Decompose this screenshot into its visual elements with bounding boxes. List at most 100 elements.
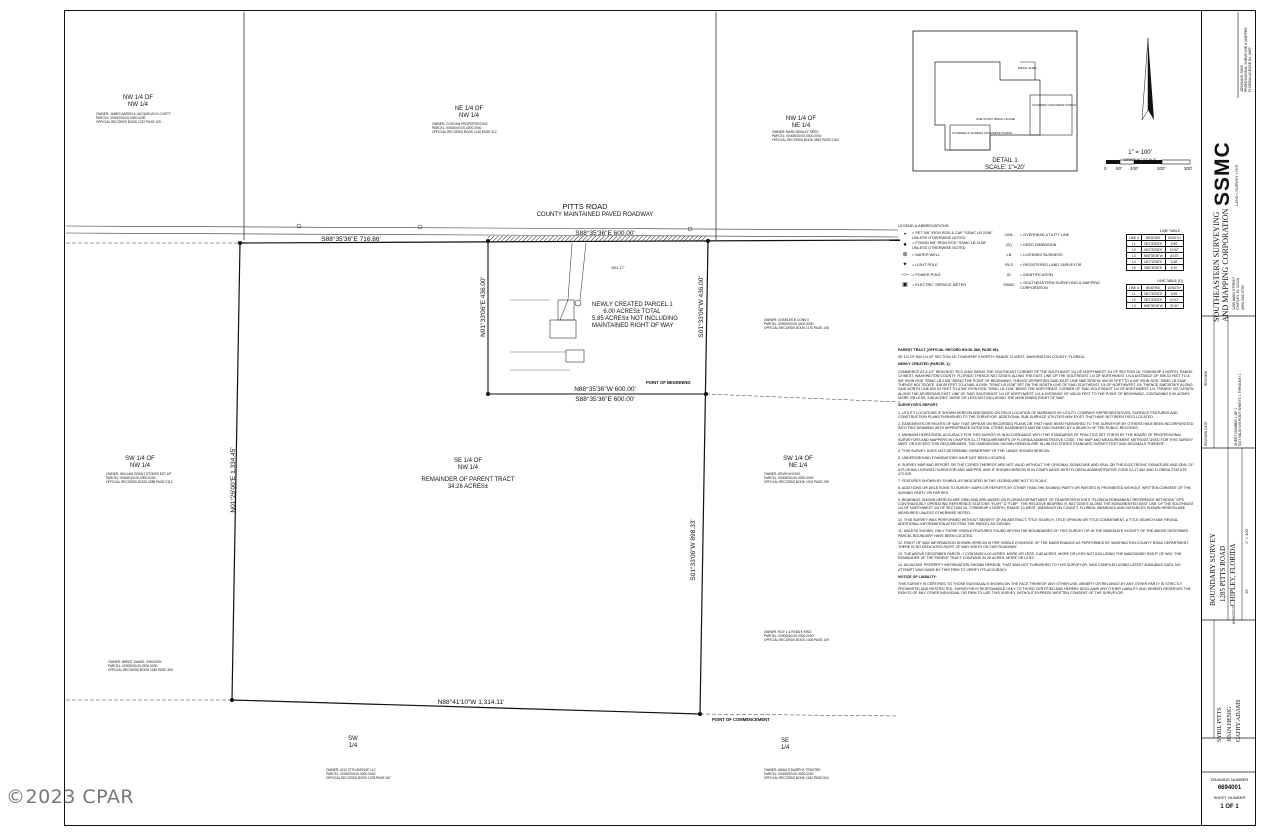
report-item: 12. RIGHT OF WAY INFORMATION SHOWN HEREO… (898, 540, 1190, 549)
drawn-by: JS (1244, 589, 1249, 594)
survey-type: BOUNDARY SURVEY (1208, 532, 1217, 606)
scale-tick-0: 0 (1104, 166, 1107, 171)
road-subtitle: COUNTY MAINTAINED PAVED ROADWAY (536, 212, 654, 218)
scale-tick-200: 200' (1157, 166, 1166, 171)
survey-notes: PARENT TRACT (OFFICIAL RECORD BOOK 888, … (898, 348, 1196, 598)
ssmc-logo: SSMC (1211, 141, 1234, 206)
bearing-east-tract: S01°33'06"W 898.33' (690, 519, 697, 581)
report-item: 11. UNLESS SHOWN, ONLY THOSE VISIBLE FEA… (898, 529, 1189, 538)
legend: LEGEND & ABBREVIATIONS: •= SET 5/8" IRON… (898, 224, 1118, 291)
project-scale: 1" = 100' (1244, 528, 1249, 544)
point-of-beginning: POINT OF BEGINNING (646, 380, 691, 385)
logo-subtitle: LAND • SURVEY • GIS (1234, 164, 1239, 206)
scale-label: GRAPHIC SCALE (1123, 157, 1157, 162)
revision-date-label: REVISION DATE (1204, 421, 1208, 446)
scale-tick-50: 50' (1116, 166, 1122, 171)
section-line-south-east (699, 713, 899, 717)
revision-label: REVISION (1204, 370, 1208, 386)
road-centerline (65, 225, 899, 231)
project-address: 1285 PITTS ROAD (1219, 545, 1227, 602)
parent-tract-title: PARENT TRACT (OFFICIAL RECORD BOOK 888, … (898, 348, 1000, 352)
report-item: 8. ADDITIONS OR DELETIONS TO SURVEY MAPS… (898, 486, 1191, 495)
bearing-south-tract: N88°41'10"W 1,314.11' (437, 699, 505, 706)
detail-label-porch: COVERED & SCREEN CONCRETE PORCH (952, 131, 1013, 135)
parent-tract-desc: SE 1/4 OF NW 1/4 OF SECTION 16, TOWNSHIP… (898, 355, 1086, 360)
detail-inset-frame (912, 30, 1078, 172)
legend-left-column: •= SET 5/8" IRON ROD & CAP "SSMC LB 2108… (901, 231, 993, 289)
east-extension (705, 393, 901, 403)
report-item: 6. SURVEY MAP AND REPORT OR THE COPIES T… (898, 463, 1194, 477)
report-item: 1. UTILITY LOCATIONS IF SHOWN HEREON ARE… (898, 410, 1178, 420)
survey-sheet (64, 10, 1256, 826)
road-name: PITTS ROAD (562, 202, 608, 211)
report-item: 2. EASEMENTS OR RIGHTS OF WAY THAT APPEA… (898, 422, 1194, 431)
scale-bar (1106, 160, 1120, 164)
report-item: 4. THIS SURVEY DOES NOT DETERMINE OWNERS… (898, 449, 1050, 454)
liability-title: NOTICE OF LIABILITY: (898, 574, 937, 579)
line-table-d-title: LINE TABLE (D) (1156, 279, 1184, 283)
report-item: 3. MINIMUM HORIZONTAL ACCURACY FOR THIS … (898, 433, 1194, 447)
shed-outline (565, 349, 585, 363)
detail-label-shed: METAL SHED (1018, 66, 1037, 70)
tract-east-line (699, 240, 709, 715)
liability-desc: THIS SURVEY IS CERTIFIED TO THOSE INDIVI… (898, 582, 1191, 595)
report-item: 9. BEARINGS SHOWN HEREON ARE GRID AND AR… (898, 497, 1194, 515)
bearing-north-parcel: S88°35'36"E 600.00' (575, 230, 635, 237)
scale-tick-300: 300' (1184, 166, 1193, 171)
project-date: 6/28/2023 (1231, 606, 1236, 624)
driveway (559, 242, 573, 321)
project-city: CHIPLEY, FLORIDA (1229, 543, 1237, 607)
sheet-number: 1 OF 1 (1220, 804, 1239, 810)
new-parcel-title: NEWLY CREATED (PARCEL 1): (898, 362, 951, 367)
legend-right-column: -OHL-= OVERHEAD UTILITY LINE (D)= DEED D… (1003, 232, 1100, 290)
report-item: 14. ADJACENT PROPERTY INFORMATION SHOWN … (898, 563, 1181, 572)
legend-title: LEGEND & ABBREVIATIONS: (898, 224, 950, 228)
bearing-west-tract: N01°26'00"E 1,334.45' (230, 447, 237, 513)
drawing-number: 6694001 (1217, 785, 1242, 791)
report-item: 5. UNDERGROUND FOUNDATIONS HAVE NOT BEEN… (898, 456, 1007, 461)
detail-label-cover: COVERED CONCRETE PORCH (1032, 103, 1077, 107)
new-parcel-desc: COMMENCE AT A 1/2" IRON ROD "RLS 4184" B… (898, 369, 1194, 401)
road-edge (65, 232, 899, 238)
sheet-number-label: SHEET NUMBER (1213, 795, 1246, 800)
scale-tick-100: 100' (1130, 166, 1139, 171)
bearing-west-parcel: N01°33'06"E 436.00' (480, 277, 487, 337)
line-table-title: LINE TABLE (1159, 229, 1181, 233)
house-outline (557, 299, 575, 321)
drawing-number-label: DRAWING NUMBER (1210, 777, 1249, 782)
report-item: 7. FEATURES SHOWN BY SYMBOL AS INDICATED… (898, 479, 1048, 484)
bearing-east-parcel: S01°33'06"W 436.00' (698, 276, 705, 338)
bearing-south-parcel-a: N88°35'36"W 600.00' (574, 386, 636, 393)
bearing-south-parcel-b: S88°35'36"E 600.00' (575, 396, 635, 403)
point-of-commencement: POINT OF COMMENCEMENT (712, 717, 770, 722)
detail-label-house: ONE STORY BRICK HOUSE (976, 117, 1016, 121)
scale-ratio: 1" = 100' (1128, 150, 1152, 156)
asphalt-drive (579, 242, 587, 301)
